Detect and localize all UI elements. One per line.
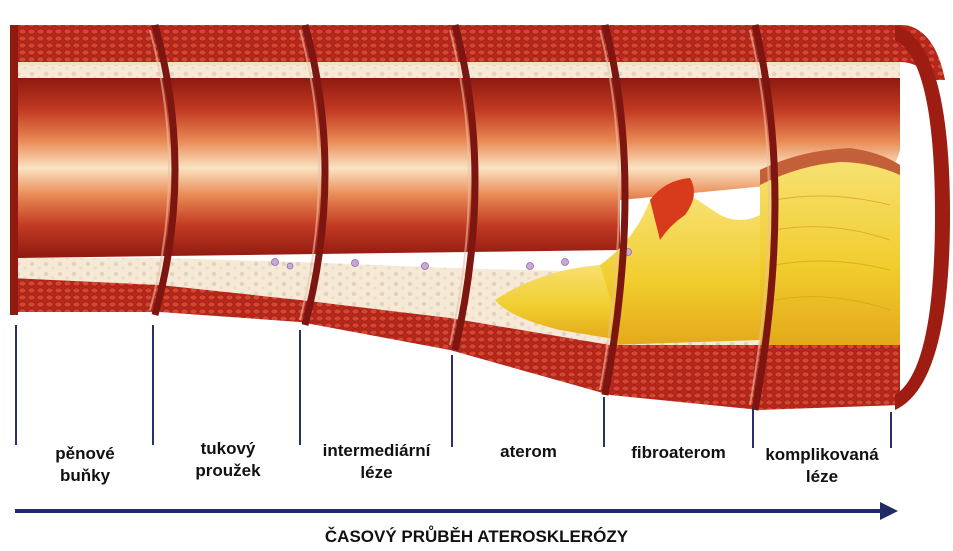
timeline-arrow <box>15 502 898 520</box>
stage-label-intermediate-lesion: intermediární léze <box>304 440 449 484</box>
stage-tick <box>15 325 17 445</box>
stage-label-fatty-streak: tukový proužek <box>158 438 298 482</box>
complicated-lesion-core <box>760 148 900 345</box>
stage-tick <box>890 412 892 448</box>
outer-adventitia <box>895 25 950 410</box>
stage-label-fibroatheroma: fibroaterom <box>606 442 751 464</box>
stage-label-complicated-lesion: komplikovaná léze <box>752 444 892 488</box>
stage-tick <box>752 408 754 448</box>
stage-tick <box>152 325 154 445</box>
timeline-title: ČASOVÝ PRŮBĚH ATEROSKLERÓZY <box>0 527 953 547</box>
stage-tick <box>603 397 605 447</box>
stage-tick <box>451 355 453 447</box>
stage-tick <box>299 330 301 445</box>
stage-label-atheroma: aterom <box>456 441 601 463</box>
stage-label-foam-cells: pěnové buňky <box>20 443 150 487</box>
